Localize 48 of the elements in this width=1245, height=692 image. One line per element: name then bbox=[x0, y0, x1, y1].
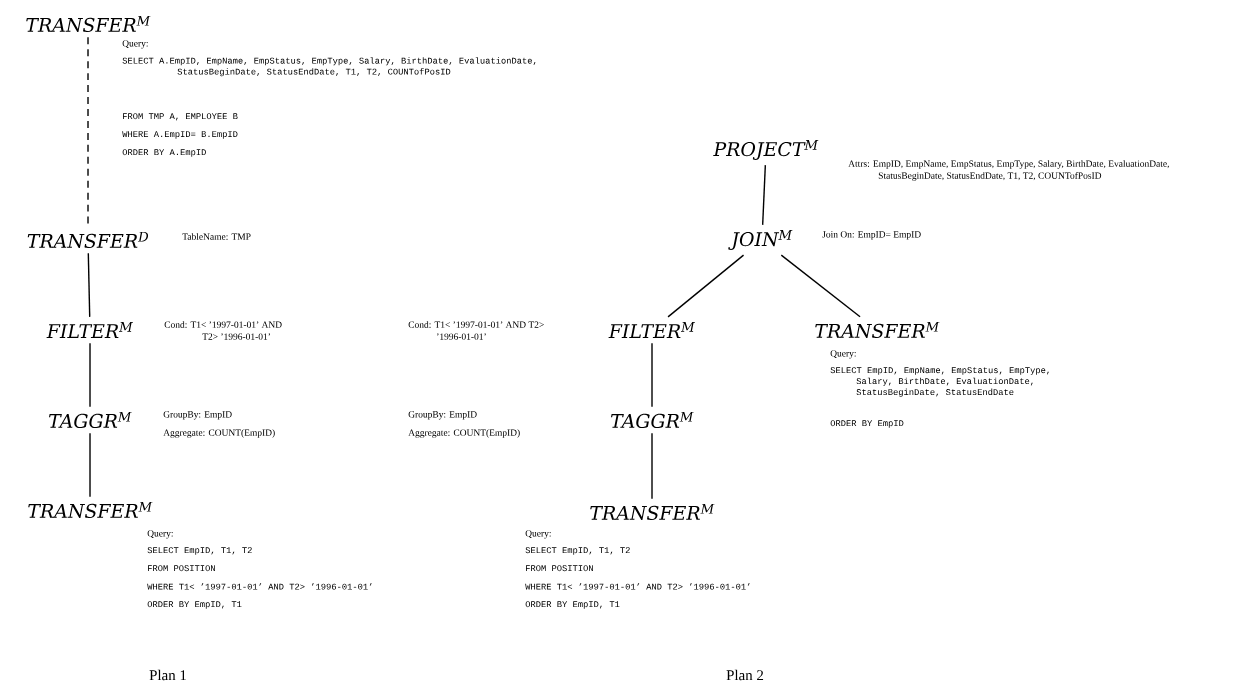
plan-caption: Plan 1 bbox=[149, 669, 186, 681]
annotation-text: WHERE A.EmpID= B.EmpID bbox=[122, 131, 238, 139]
annotation-text: Query: bbox=[830, 350, 856, 359]
annotation-text: FROM TMP A, EMPLOYEE B bbox=[123, 113, 238, 121]
annotation-text: Attrs: EmpID, EmpName, EmpStatus, EmpType, Salary, BirthDate, EvaluationDate, StatusBeginDate, StatusEndDate, T1, T2, COUNTofPosID bbox=[848, 160, 1169, 181]
operator-name: TAGGR$^{M}$ bbox=[611, 411, 694, 429]
annotation-text: FROM POSITION bbox=[526, 565, 593, 572]
annotation-text: Cond: T1< ’1997-01-01’ AND T2> ’1996-01-01’ bbox=[164, 321, 282, 340]
annotation-text: Query: bbox=[525, 530, 551, 539]
annotation-text: SELECT EmpID, T1, T2 bbox=[525, 547, 630, 555]
operator-name: TRANSFER$^{M}$ bbox=[590, 503, 715, 521]
connector-line bbox=[667, 254, 745, 318]
annotation-text: Query: bbox=[147, 530, 173, 539]
annotation-text: ORDER BY A.EmpID bbox=[122, 149, 206, 157]
annotation-text: ORDER BY EmpID, T1 bbox=[147, 601, 242, 609]
operator-name: TRANSFER$^{M}$ bbox=[26, 15, 151, 33]
annotation-text: GroupBy: EmpID bbox=[408, 411, 477, 420]
connector-line bbox=[780, 254, 861, 318]
annotation-text: ORDER BY EmpID bbox=[830, 420, 904, 428]
annotation-text: Query: bbox=[122, 40, 148, 49]
annotation-text: WHERE T1< ’1997-01-01’ AND T2> ’1996-01-01’ bbox=[525, 583, 750, 590]
annotation-text: SELECT EmpID, T1, T2 bbox=[147, 547, 252, 555]
annotation-text: Cond: T1< ’1997-01-01’ AND T2> ’1996-01-01’ bbox=[408, 321, 544, 340]
annotation-text: ORDER BY EmpID, T1 bbox=[525, 601, 620, 609]
annotation-text: Aggregate: COUNT(EmpID) bbox=[408, 429, 520, 438]
connector-line bbox=[651, 342, 653, 408]
connector-line bbox=[89, 432, 91, 498]
operator-name: JOIN$^{M}$ bbox=[728, 230, 793, 250]
plan-caption: Plan 2 bbox=[726, 669, 764, 681]
annotation-text: Join On: EmpID= EmpID bbox=[822, 231, 921, 240]
operator-name: FILTER$^{M}$ bbox=[608, 322, 695, 338]
operator-name: TAGGR$^{M}$ bbox=[49, 411, 132, 429]
operator-name: TRANSFER$^{D}$ bbox=[27, 231, 149, 249]
operator-name: TRANSFER$^{M}$ bbox=[28, 501, 153, 519]
operator-name: TRANSFER$^{M}$ bbox=[815, 321, 940, 339]
annotation-text: FROM POSITION bbox=[148, 565, 215, 572]
annotation-text: Aggregate: COUNT(EmpID) bbox=[163, 429, 275, 438]
operator-name: FILTER$^{M}$ bbox=[46, 322, 133, 338]
annotation-text: GroupBy: EmpID bbox=[163, 411, 232, 420]
connector-line bbox=[651, 432, 653, 500]
operator-name: PROJECT$^{M}$ bbox=[713, 140, 819, 160]
annotation-text: SELECT EmpID, EmpName, EmpStatus, EmpType, Salary, BirthDate, EvaluationDate, StatusBeginDate, StatusEndDate bbox=[830, 367, 1049, 397]
connector-line bbox=[762, 164, 767, 226]
annotation-text: TableName: TMP bbox=[182, 233, 251, 240]
connector-line bbox=[89, 342, 91, 408]
annotation-text: SELECT A.EmpID, EmpName, EmpStatus, EmpType, Salary, BirthDate, EvaluationDate, StatusBeginDate, StatusEndDate, T1, T2, COUNTofPosID bbox=[122, 57, 536, 77]
connector-line bbox=[87, 252, 91, 318]
annotation-text: WHERE T1< ’1997-01-01’ AND T2> ’1996-01-01’ bbox=[147, 583, 372, 590]
